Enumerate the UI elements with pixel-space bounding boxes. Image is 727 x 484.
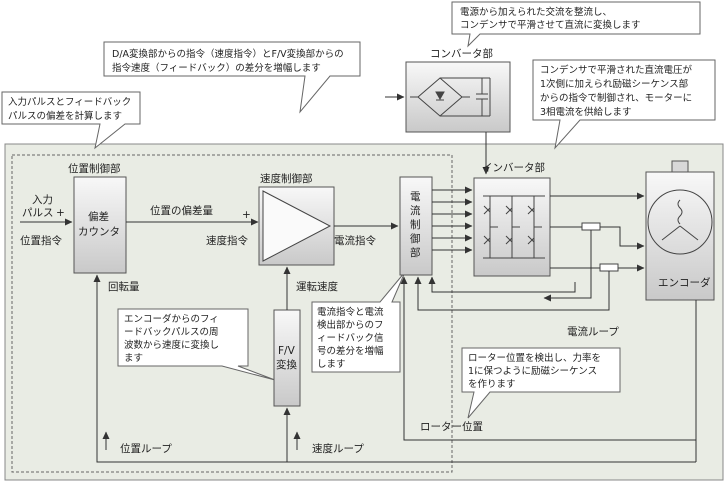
speed-loop-label: 速度ループ [312, 442, 364, 455]
position-command-label: 位置指令 [20, 234, 62, 247]
callout-pulse-line-1: 入力パルスとフィードバック [8, 96, 131, 108]
callout-fv-line-4: ます [124, 353, 143, 364]
encoder-feedback-wires [93, 274, 697, 463]
motor-winding-symbol [647, 189, 713, 255]
callout-current-line-5: します [317, 359, 346, 370]
callout-rotor-line-1: ローター位置を検出し、力率を [468, 352, 601, 364]
motor-block [645, 171, 715, 301]
callout-inverter-line-1: コンデンサで平滑された直流電圧が [540, 64, 693, 76]
converter-block [405, 61, 511, 133]
position-deviation-label: 位置の偏差量 [150, 204, 213, 217]
speed-plus-sign: + [242, 209, 251, 221]
encoder-label: エンコーダ [658, 276, 711, 289]
speed-controller-label: 速度制御部 [260, 172, 313, 185]
controller-dashed-area [11, 154, 453, 473]
callout-inverter-line-2: 1次側に加えられ励磁シーケンス部 [540, 78, 688, 90]
running-speed-label: 運転速度 [296, 280, 338, 293]
gate-signal-arrows [432, 186, 473, 254]
fv-converter-line-2: 変換 [276, 358, 297, 371]
current-controller-char-4: 御 [410, 232, 421, 245]
rectifier-symbol [410, 77, 491, 117]
speed-command-label: 速度指令 [206, 234, 248, 247]
callout-converter: 電源から加えられた交流を整流し、 コンデンサで平滑させて直流に変換します [451, 1, 701, 48]
callout-converter-line-1: 電源から加えられた交流を整流し、 [460, 6, 612, 18]
callout-pulse-deviation: 入力パルスとフィードバック パルスの偏差を計算します [1, 91, 141, 150]
callout-current-line-2: 検出部からのフ [317, 319, 384, 331]
motor-shaft [671, 160, 689, 173]
current-command-label: 電流指令 [334, 234, 376, 247]
current-controller-char-2: 流 [410, 204, 421, 217]
rotor-position-label: ローター位置 [420, 420, 483, 433]
callout-converter-line-2: コンデンサで平滑させて直流に変換します [460, 19, 641, 31]
input-pulse-line-1: 入力 [32, 193, 53, 206]
callout-fv-line-2: ードバックパルスの周 [124, 327, 219, 338]
callout-fv: エンコーダからのフィ ードバックパルスの周 波数から速度に変換し ます [117, 308, 276, 381]
callout-inverter: コンデンサで平滑された直流電圧が 1次側に加えられ励磁シーケンス部 からの指令で… [532, 59, 716, 150]
deviation-counter-block [73, 176, 127, 274]
callout-fv-line-1: エンコーダからのフィ [124, 313, 219, 325]
fv-converter-block [273, 309, 301, 407]
fv-converter-line-1: F/V [278, 345, 296, 357]
position-controller-label: 位置制御部 [68, 162, 121, 175]
current-feedback-wires [414, 230, 610, 311]
input-plus-sign: + [56, 207, 65, 219]
callout-current: 電流指令と電流 検出部からのフ ィードバック信 号の差分を増幅 します [311, 271, 406, 373]
callout-current-line-3: ィードバック信 [317, 332, 384, 344]
callout-speed-diff-line-2: 指令速度（フィードバック）の差分を増幅します [112, 62, 321, 74]
callout-speed-diff-line-1: D/A変換部からの指令（速度指令）とF/V変換部からの [112, 48, 344, 60]
current-controller-block [399, 176, 433, 276]
callout-current-line-1: 電流指令と電流 [317, 306, 384, 318]
current-controller-char-1: 電 [410, 191, 421, 203]
callout-fv-line-3: 波数から速度に変換し [124, 339, 219, 351]
current-loop-label: 電流ループ [567, 325, 619, 338]
callout-speed-diff: D/A変換部からの指令（速度指令）とF/V変換部からの 指令速度（フィードバック… [103, 41, 361, 114]
callout-current-line-4: 号の差分を増幅 [317, 345, 384, 357]
rotation-amount-label: 回転量 [108, 281, 140, 293]
callout-rotor: ローター位置を検出し、力率を 1に保つように励磁シーケンス を作ります [461, 347, 621, 419]
callout-rotor-line-3: を作ります [468, 378, 516, 390]
callout-rotor-line-2: 1に保つように励磁シーケンス [468, 365, 597, 377]
converter-label: コンバータ部 [430, 47, 493, 60]
deviation-counter-line-2: カウンタ [78, 226, 120, 238]
current-controller-char-5: 部 [410, 246, 421, 259]
amplifier-triangle-icon [262, 190, 332, 262]
callout-inverter-line-3: からの指令で制御され、モーターに [540, 92, 692, 104]
current-controller-char-3: 制 [410, 218, 421, 231]
position-loop-label: 位置ループ [120, 442, 172, 455]
callout-inverter-line-4: 3相電流を供給します [540, 106, 632, 118]
deviation-counter-line-1: 偏差 [88, 210, 109, 223]
input-pulse-line-2: パルス [22, 207, 54, 219]
callout-pulse-line-2: パルスの偏差を計算します [8, 110, 122, 122]
inverter-label: インバータ部 [482, 161, 545, 174]
motor-phase-wires [550, 192, 645, 272]
igbt-bridge-symbol [483, 195, 545, 259]
